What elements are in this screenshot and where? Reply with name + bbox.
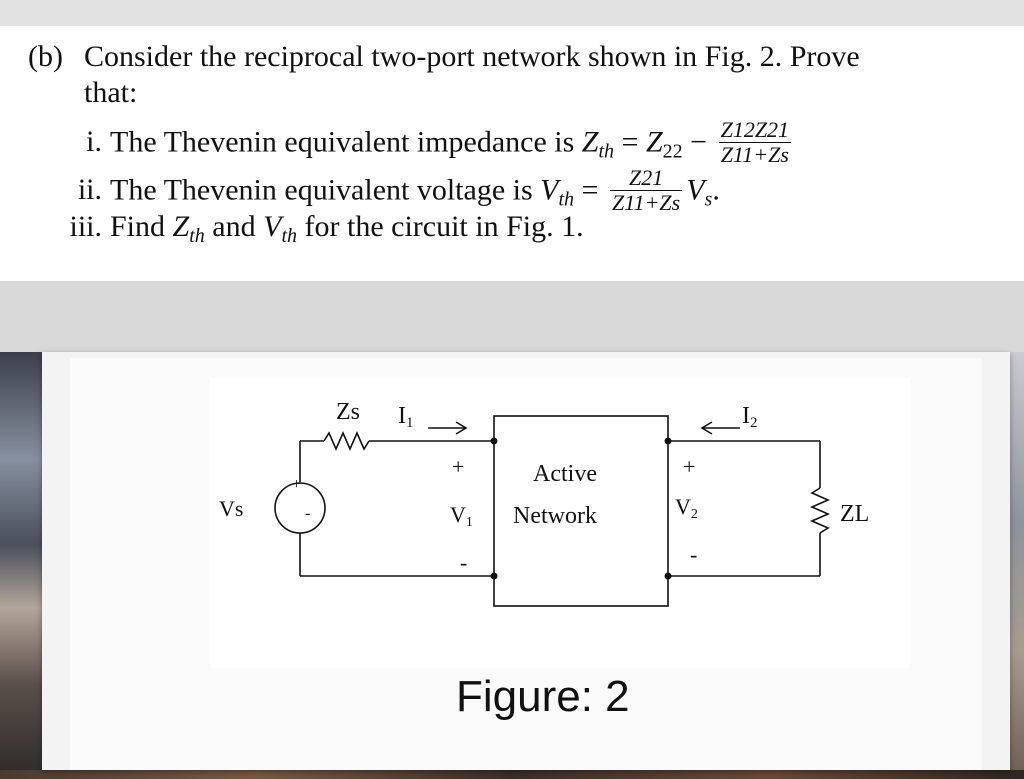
- background-photo-bottom: [0, 770, 1024, 779]
- item-number: i.: [86, 125, 102, 159]
- item-text: for the circuit in Fig. 1.: [297, 210, 584, 243]
- figure-card: [42, 352, 1010, 770]
- item-text: The Thevenin equivalent impedance is: [110, 125, 582, 159]
- source-minus: -: [305, 505, 310, 522]
- item-i: i.The Thevenin equivalent impedance is Z…: [56, 117, 795, 169]
- fraction-denominator: Z11+Zs: [611, 190, 681, 215]
- math-equals: =: [574, 173, 606, 207]
- terminal-dot: [490, 437, 498, 445]
- math-subscript: th: [281, 225, 297, 247]
- label-vs: Vs: [219, 496, 243, 521]
- label-i2: I2: [742, 403, 758, 431]
- figure-canvas: [210, 378, 910, 668]
- v1-minus: -: [460, 550, 467, 575]
- source-plus: +: [292, 476, 301, 493]
- terminal-dot: [490, 572, 498, 580]
- resistor-zs: [323, 431, 370, 451]
- item-iii: iii.Find Zth and Vth for the circuit in …: [56, 210, 584, 253]
- arrow-i2-head: [700, 421, 713, 435]
- item-ii: ii. The Thevenin equivalent voltage is Vt…: [56, 166, 720, 217]
- item-text: and: [204, 210, 264, 243]
- terminal-dot: [664, 572, 672, 580]
- fraction-denominator: Z11+Zs: [720, 142, 789, 167]
- math-var: V: [686, 173, 705, 207]
- v1-plus: +: [452, 454, 464, 479]
- voltage-source: [274, 482, 326, 534]
- question-label: (b): [28, 40, 63, 73]
- math-period: .: [712, 173, 720, 207]
- question-lead-line2: that:: [84, 76, 138, 109]
- math-var: Z: [581, 125, 599, 159]
- figure-caption: Figure: 2: [456, 672, 630, 721]
- math-subscript: 22: [662, 140, 683, 163]
- active-network-box: [493, 415, 669, 607]
- fraction-numerator: Z21: [609, 166, 683, 191]
- item-number: iii.: [69, 210, 102, 243]
- item-number: ii.: [77, 173, 102, 207]
- top-strip: [0, 0, 1024, 26]
- math-subscript: th: [189, 225, 205, 247]
- label-i1: I1: [398, 403, 414, 431]
- math-equals: =: [614, 125, 646, 159]
- fraction-numerator: Z12Z21: [718, 117, 792, 143]
- math-subscript: th: [558, 188, 575, 211]
- arrow-i1-head: [455, 421, 468, 435]
- math-var: Z: [645, 125, 663, 159]
- question-lead-line1: Consider the reciprocal two-port network…: [84, 40, 860, 73]
- figure-card-inner: [70, 358, 982, 770]
- math-subscript: s: [704, 188, 713, 211]
- math-subscript: th: [598, 140, 615, 163]
- label-v2: V2: [675, 494, 698, 522]
- gray-band: [0, 281, 1024, 357]
- label-zl: ZL: [840, 501, 869, 527]
- item-text: Find: [110, 210, 173, 243]
- math-var: V: [540, 173, 559, 207]
- label-v1: V1: [450, 502, 473, 530]
- item-text: The Thevenin equivalent voltage is: [110, 173, 541, 207]
- box-label-line2: Network: [513, 503, 597, 529]
- math-var: Z: [172, 210, 190, 243]
- terminal-dot: [664, 437, 672, 445]
- label-zs: Zs: [336, 399, 360, 425]
- math-var: V: [263, 210, 282, 243]
- question-panel: (b) Consider the reciprocal two-port net…: [0, 26, 1024, 281]
- resistor-zl: [810, 487, 830, 534]
- v2-minus: -: [690, 542, 697, 567]
- background-photo-left: [0, 352, 48, 779]
- v2-plus: +: [683, 454, 695, 479]
- box-label-line1: Active: [533, 461, 597, 487]
- math-minus: −: [682, 125, 715, 159]
